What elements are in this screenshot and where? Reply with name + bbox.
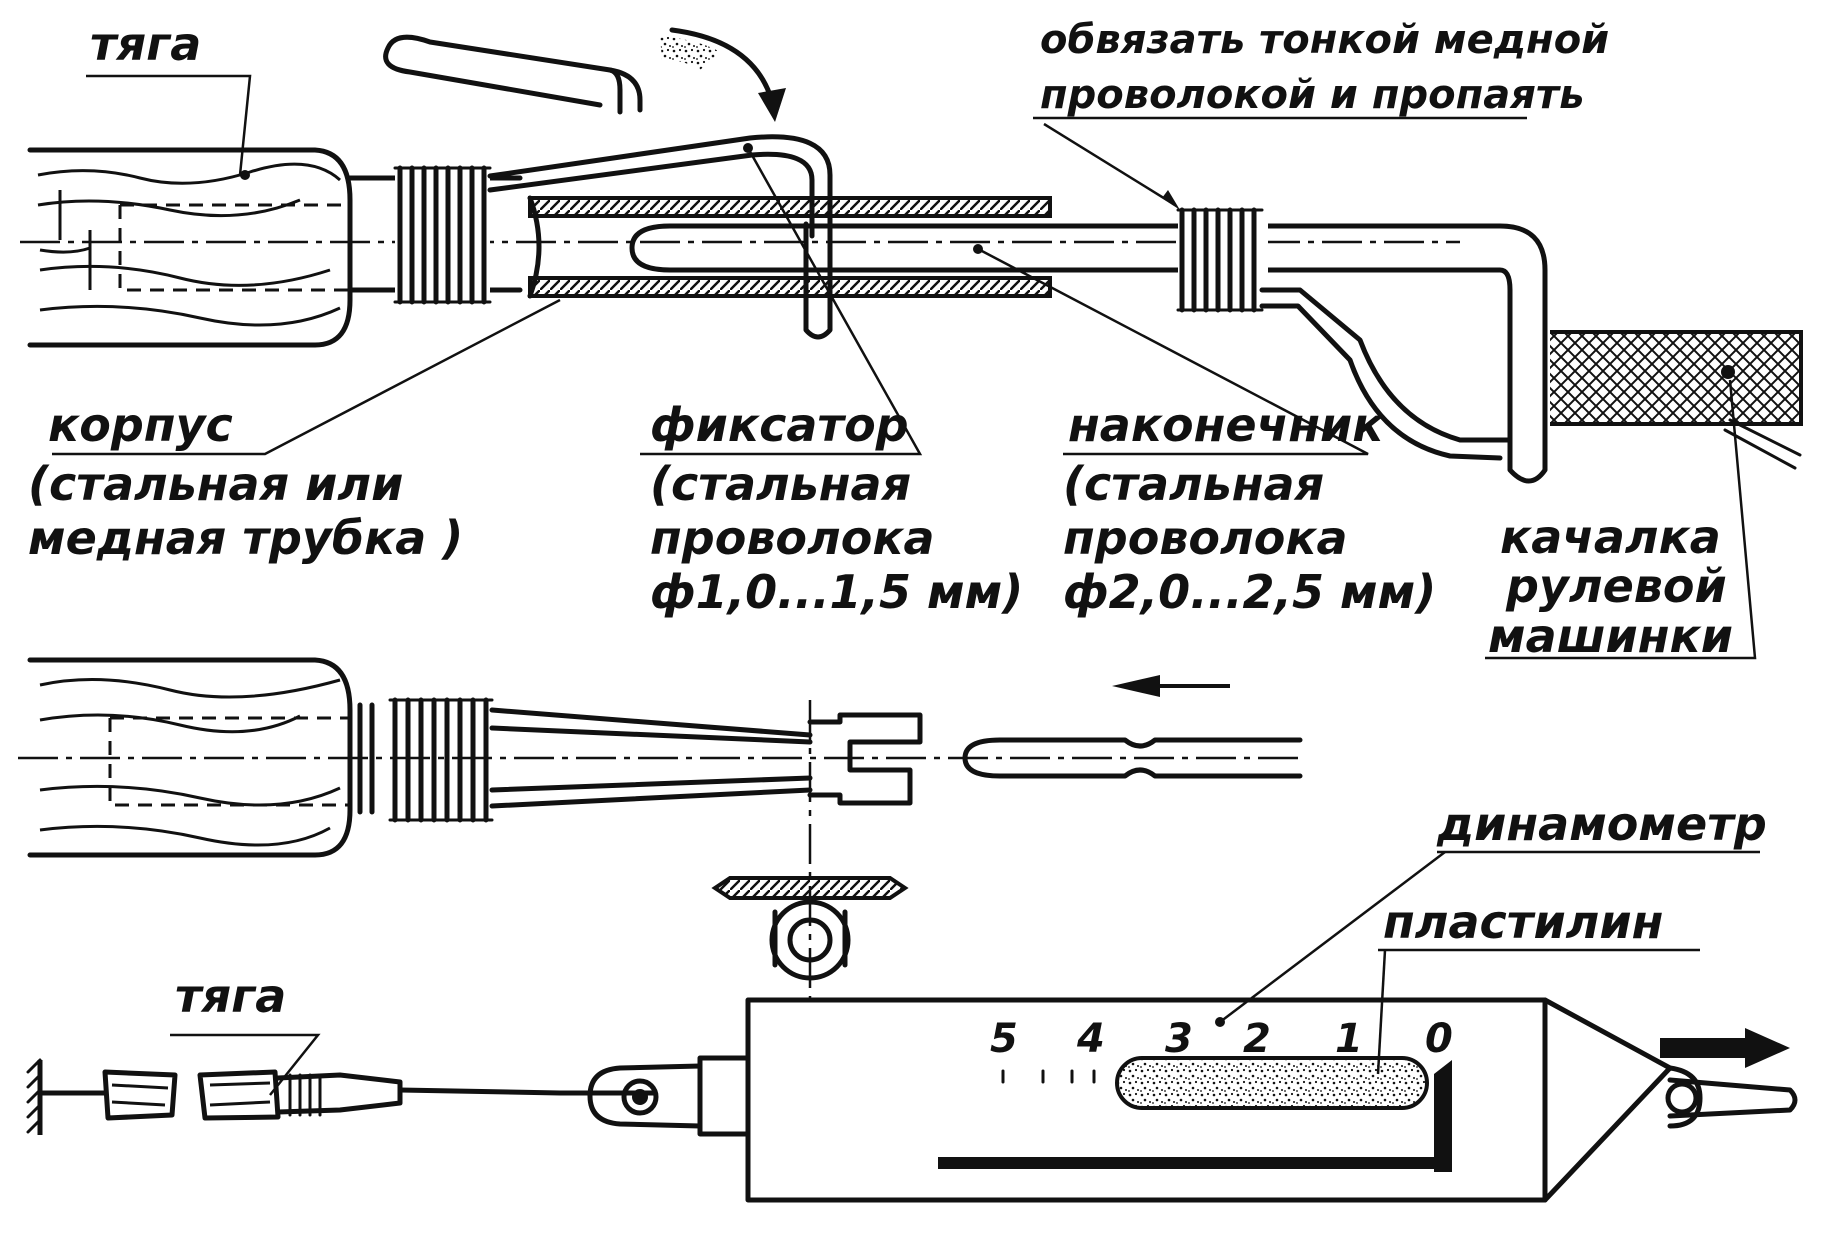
label-korpus-desc2: медная трубка ) [28,511,463,565]
wall-mount [26,1058,43,1135]
middle-assembly [18,657,1303,1010]
label-fiksator-desc3: ф1,0...1,5 мм) [650,565,1023,619]
section-detail [711,876,909,981]
label-nakonechnik: наконечник [1068,398,1385,452]
label-fiksator-desc2: проволока [650,511,935,565]
label-fiksator: фиксатор [650,398,909,452]
bottom-assembly [26,850,1798,1203]
label-fiksator-desc1: (стальная [650,457,911,511]
label-nakonechnik-desc2: проволока [1063,511,1348,565]
wooden-rod-top [27,147,353,348]
tip-grooved [962,737,1303,779]
labels: тяга обвязать тонкой медной проволокой и… [28,17,1767,1023]
tip-wire [667,223,1548,303]
label-instruction-line2: проволокой и пропаять [1040,72,1584,118]
label-dinamometr: динамометр [1436,797,1767,851]
wooden-rod-middle [27,657,353,858]
label-plastilin: пластилин [1383,895,1663,949]
scale-mark-5: 5 [990,1016,1018,1062]
scale-mark-2: 2 [1243,1016,1271,1062]
winding-coil-top-left [393,165,492,305]
top-leader-lines [52,74,1757,660]
arrow-right-icon [1660,1028,1790,1068]
winding-coil-top-right [1176,205,1268,315]
fork-piece [807,712,923,806]
scale-mark-1: 1 [1335,1016,1363,1062]
scale-mark-0: 0 [1425,1016,1453,1062]
wire-bundle [489,707,813,809]
label-tyaga-bottom: тяга [175,969,286,1023]
scale-mark-4: 4 [1076,1016,1105,1062]
wooden-rod-bottom [37,1069,643,1121]
fixator-wire [487,134,833,340]
tube-housing [527,195,1052,299]
label-kachalka1: качалка [1500,510,1721,564]
label-korpus: корпус [48,398,233,452]
label-kachalka3: машинки [1488,609,1733,663]
scale-mark-3: 3 [1165,1016,1193,1062]
label-kachalka2: рулевой [1505,559,1727,613]
label-instruction-line1: обвязать тонкой медной [1040,17,1609,63]
tip-hook [1507,297,1548,484]
label-nakonechnik-desc1: (стальная [1063,457,1324,511]
label-tyaga-top: тяга [90,17,201,71]
wire-detail-loose [383,34,643,113]
label-nakonechnik-desc3: ф2,0...2,5 мм) [1063,565,1436,619]
top-assembly [20,27,1803,660]
winding-coil-middle [357,697,494,823]
dynamometer-scale: 5 4 3 2 1 0 [990,1016,1453,1062]
bottom-leader-lines [170,850,1760,1096]
arrow-left-icon [1112,675,1160,697]
label-korpus-desc1: (стальная или [28,457,403,511]
servo-bellcrank [1500,317,1803,470]
second-wire [1259,287,1513,443]
dynamometer [587,997,1798,1203]
curved-arrow [660,27,786,122]
